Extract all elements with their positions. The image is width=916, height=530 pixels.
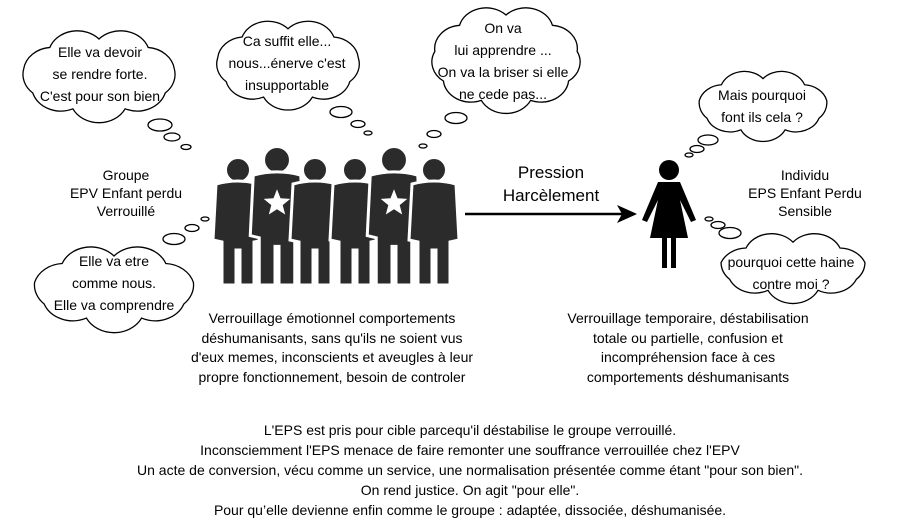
thought-bubble-dot (697, 134, 719, 146)
thought-bubble-dot (426, 129, 442, 139)
thought-line: nous...énerve c'est (228, 55, 346, 71)
thought-bubble-dot (684, 152, 694, 158)
text-line: Pour qu’elle devienne enfin comme le gro… (213, 502, 727, 518)
star-icon (263, 189, 291, 215)
thought-line: Ca suffit elle... (242, 33, 332, 49)
thought-line: ne cede pas... (459, 86, 547, 102)
label-line: Individu (780, 167, 830, 183)
text-line: d'eux memes, inconscients et aveugles à … (190, 349, 474, 365)
label-line: Verrouillé (96, 203, 156, 219)
thought-bubble-dot (180, 143, 192, 151)
thought-cloud (684, 70, 828, 158)
thought-bubble-dot (147, 118, 173, 132)
thought-group-top-left: Elle va devoir se rendre forte. C'est po… (40, 41, 160, 107)
text-line: L'EPS est pris pour cible parcequ'il dés… (263, 422, 677, 438)
woman-icon (642, 160, 696, 268)
thought-bubble-dot (329, 105, 353, 119)
thought-line: lui apprendre ... (454, 42, 552, 58)
thought-cloud (704, 216, 866, 305)
thought-line: Elle va etre (78, 253, 150, 269)
text-line: On rend justice. On agit "pour elle". (360, 482, 580, 498)
thought-individual-bottom: pourquoi cette haine contre moi ? (728, 251, 855, 295)
label-line: Groupe (102, 167, 150, 183)
thought-group-bottom-left: Elle va etre comme nous. Elle va compren… (54, 250, 175, 316)
label-line: EPS Enfant Perdu (748, 185, 862, 201)
text-line: incompréhension face à ces (600, 349, 776, 365)
thought-bubble-dot (718, 226, 742, 240)
thought-bubble-dot (704, 216, 714, 222)
text-line: Un acte de conversion, vécu comme un ser… (137, 462, 803, 478)
individual-description: Verrouillage temporaire, déstabilisation… (567, 309, 808, 387)
thought-bubble-dot (184, 223, 200, 233)
thought-line: Elle va devoir (57, 44, 143, 60)
thought-cloud (216, 20, 373, 136)
thought-bubble-dot (200, 216, 210, 222)
text-line: Verrouillage temporaire, déstabilisation (567, 310, 809, 326)
thought-line: contre moi ? (752, 276, 830, 292)
label-line: Sensible (778, 203, 832, 219)
thought-group-top-right: On va lui apprendre ... On va la briser … (438, 17, 569, 105)
thought-line: se rendre forte. (52, 66, 148, 82)
thought-bubble-dot (689, 144, 705, 154)
text-line: Inconsciemment l'EPS menace de faire rem… (200, 442, 740, 458)
thought-bubble-dot (418, 143, 428, 149)
group-description: Verrouillage émotionnel comportements dé… (191, 309, 473, 387)
group-of-people-icon (211, 146, 461, 287)
person-silhouette (407, 157, 461, 287)
thought-bubble-dot (363, 130, 373, 136)
pressure-arrow (465, 205, 637, 223)
text-line: totale ou partielle, confusion et (593, 329, 783, 346)
thought-bubble-dot (444, 111, 468, 125)
thought-line: font ils cela ? (721, 109, 803, 125)
thought-line: On va la briser si elle (437, 64, 569, 80)
text-line: déshumanisants, sans qu'ils ne soient vu… (201, 329, 463, 346)
thought-line: C'est pour son bien (39, 88, 161, 104)
conclusion-text: L'EPS est pris pour cible parcequ'il dés… (137, 420, 803, 520)
thought-line: Mais pourquoi (718, 87, 806, 103)
text-line: propre fonctionnement, besoin de control… (198, 368, 466, 385)
thought-bubble-dot (163, 132, 181, 142)
group-label: Groupe EPV Enfant perdu Verrouillé (70, 166, 182, 220)
thought-line: Elle va comprendre (53, 297, 175, 313)
thought-cloud (22, 30, 192, 151)
thought-cloud (33, 216, 210, 334)
thought-line: pourquoi cette haine (727, 254, 855, 270)
individual-label: Individu EPS Enfant Perdu Sensible (748, 166, 862, 220)
thought-bubble-dot (350, 119, 366, 129)
thought-line: On va (484, 20, 522, 36)
person-silhouette (288, 157, 342, 287)
label-line: Pression (517, 163, 585, 182)
star-icon (380, 189, 408, 215)
label-line: Harcèlement (502, 186, 600, 205)
label-line: EPV Enfant perdu (69, 185, 183, 201)
thought-individual-top: Mais pourquoi font ils cela ? (718, 84, 806, 128)
text-line: Verrouillage émotionnel comportements (208, 310, 456, 326)
thought-line: comme nous. (71, 275, 157, 291)
thought-bubble-dot (162, 232, 186, 246)
arrow-label: Pression Harcèlement (503, 161, 599, 207)
text-line: comportements déshumanisants (586, 368, 790, 385)
thought-line: insupportable (244, 77, 330, 93)
thought-group-top-middle: Ca suffit elle... nous...énerve c'est in… (228, 30, 345, 96)
thought-bubble-dot (710, 220, 726, 230)
thought-cloud (418, 7, 581, 149)
